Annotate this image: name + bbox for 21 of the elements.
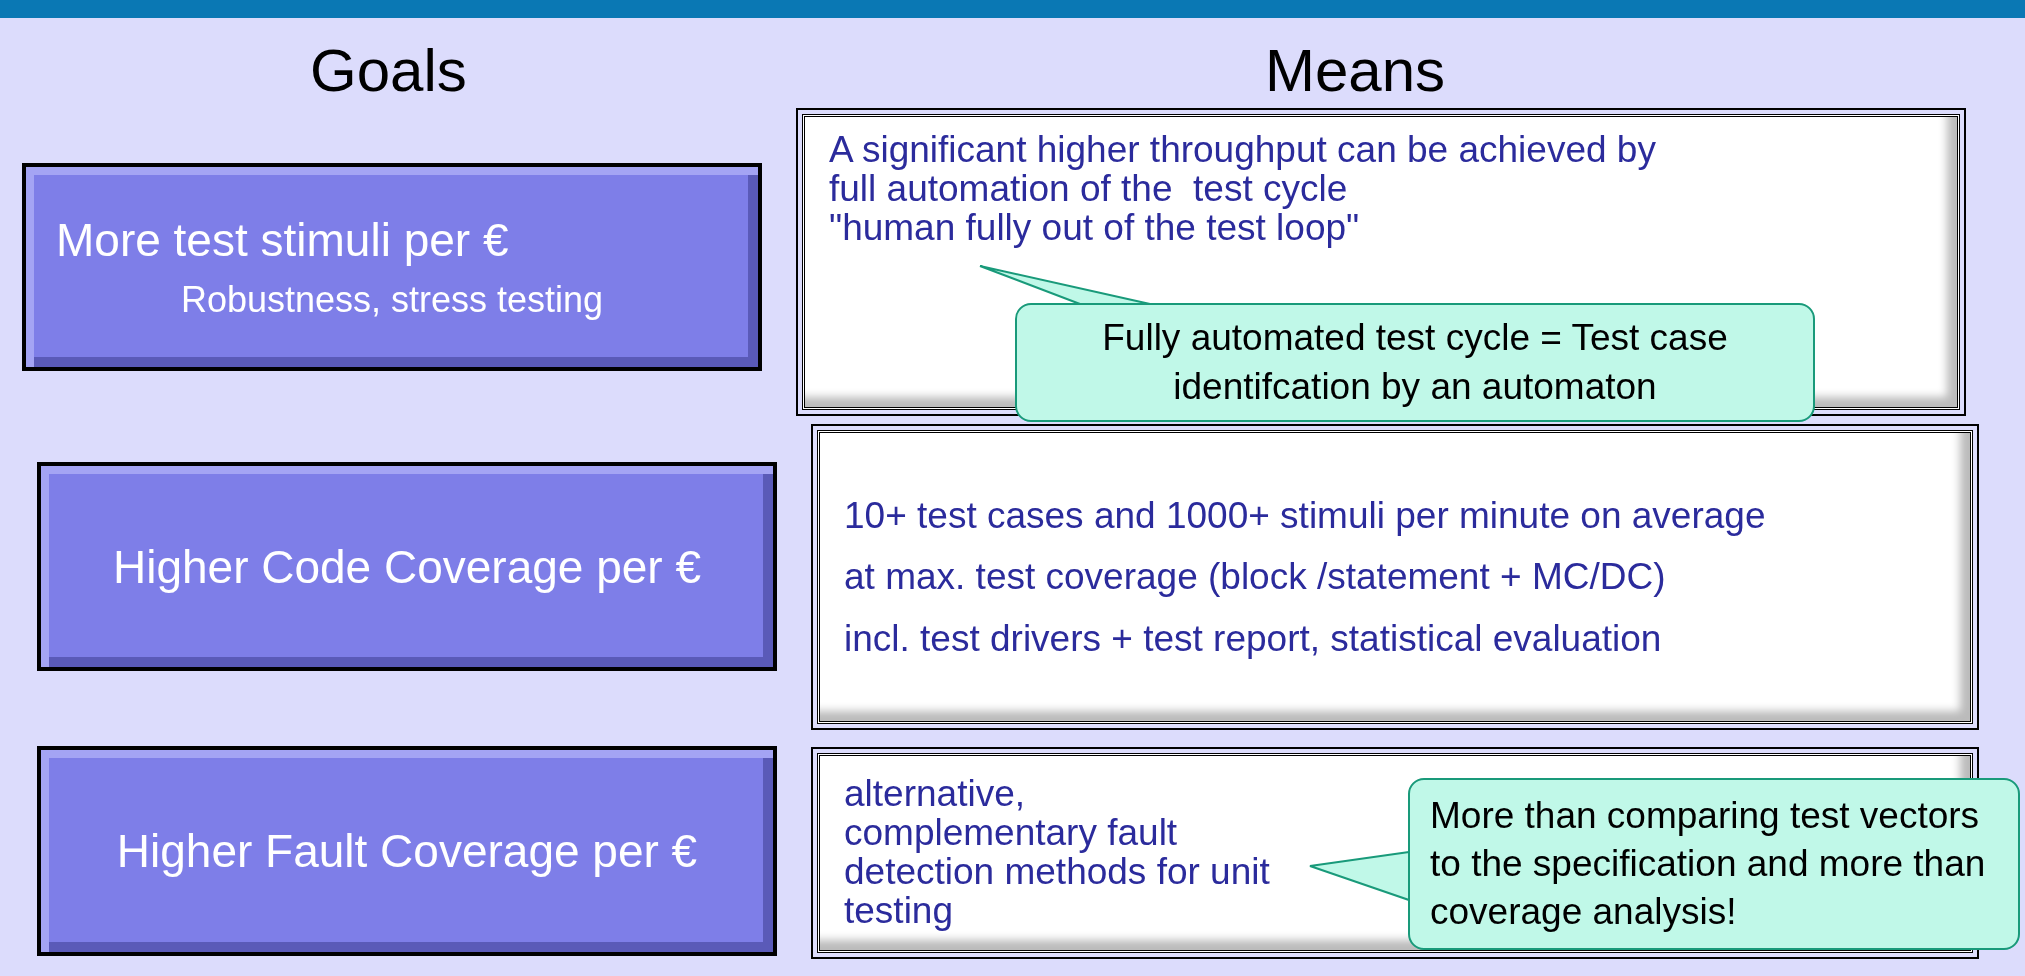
column-heading: Means	[1265, 36, 1446, 105]
means-text: alternative, complementary fault detection methods for unit testing	[844, 775, 1270, 931]
means-text: "human fully out of the test loop"	[829, 208, 1361, 248]
goal-box	[22, 163, 762, 371]
goal-text: Higher Code Coverage per €	[111, 539, 703, 594]
callout-text: Fully automated test cycle = Test case identifcation by an automaton	[1101, 316, 1729, 409]
goal-text: More test stimuli per €	[56, 213, 510, 267]
callout-pointer	[979, 265, 1151, 305]
callout-pointer	[1309, 850, 1410, 902]
column-heading: Goals	[310, 36, 467, 105]
means-text: 10+ test cases and 1000+ stimuli per minute on average	[844, 493, 1767, 538]
callout-bubble	[1408, 778, 2020, 950]
means-text: incl. test drivers + test report, statistical evaluation	[844, 616, 1663, 661]
means-text: full automation of the test cycle	[829, 169, 1349, 209]
means-text: at max. test coverage (block /statement + MC/DC)	[844, 555, 1667, 600]
means-text: A significant higher throughput can be achieved by	[829, 131, 1657, 170]
goal-text: Higher Fault Coverage per €	[115, 824, 699, 878]
callout-text: More than comparing test vectors to the specification and more than coverage analysis!	[1430, 793, 1987, 935]
goal-box	[37, 746, 777, 956]
goal-box	[37, 462, 777, 671]
goal-text: Robustness, stress testing	[179, 279, 605, 321]
